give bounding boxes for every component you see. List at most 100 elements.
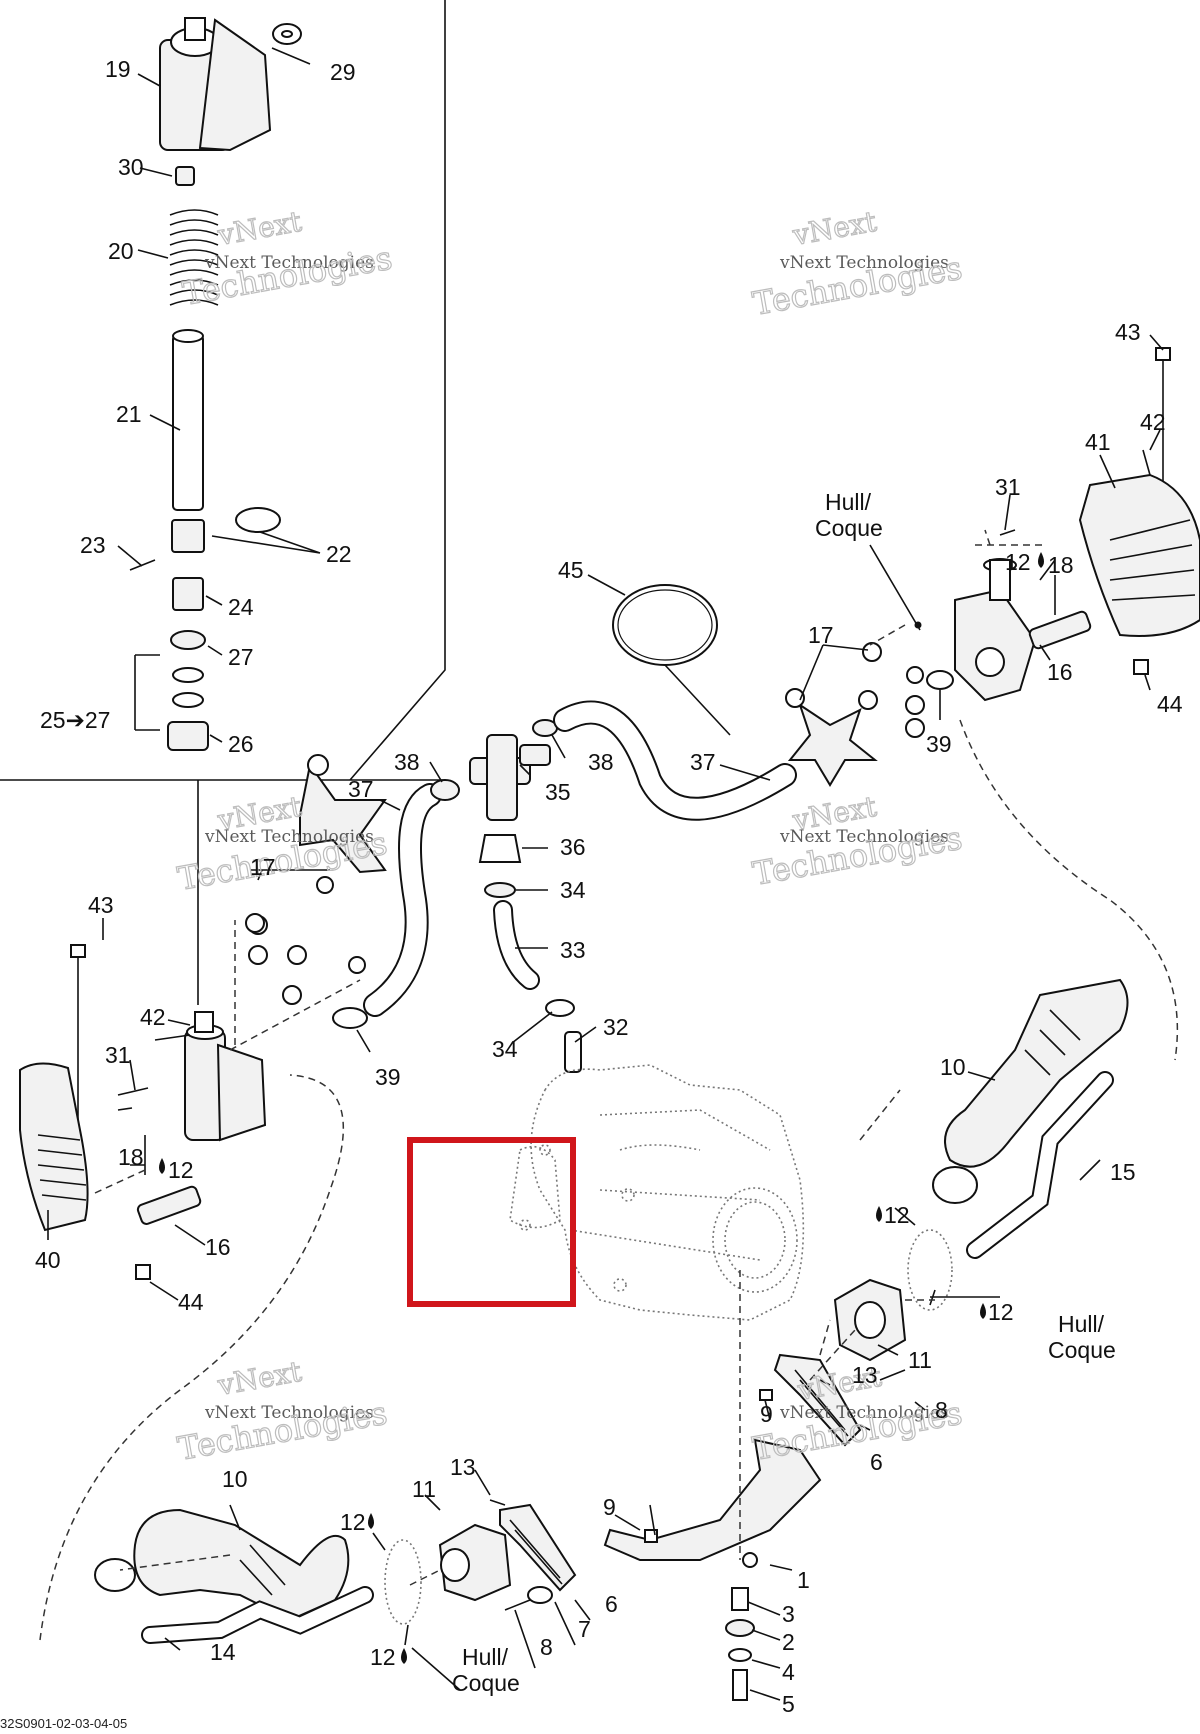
callout-38-left: 38 bbox=[394, 749, 420, 775]
callout-21: 21 bbox=[116, 401, 142, 427]
inset-frame bbox=[0, 0, 446, 781]
part-32-nipple bbox=[564, 1031, 582, 1073]
droplet-icon bbox=[1038, 552, 1044, 568]
svg-text:vNext Technologies: vNext Technologies bbox=[779, 1403, 949, 1423]
callout-8-left: 8 bbox=[540, 1634, 553, 1660]
part-12-right-gasket bbox=[907, 1229, 953, 1311]
callout-24: 24 bbox=[228, 594, 254, 620]
hull-label-lower: Hull/ Coque bbox=[452, 1644, 520, 1696]
part-37-right-hose bbox=[553, 700, 797, 821]
part-16-left-shaft bbox=[136, 1185, 202, 1225]
callout-10-left: 10 bbox=[222, 1466, 248, 1492]
callout-9-left: 9 bbox=[603, 1494, 616, 1520]
part-42-right-screw bbox=[1142, 449, 1151, 476]
callout-19: 19 bbox=[105, 56, 131, 82]
callout-45: 45 bbox=[558, 557, 584, 583]
svg-text:Coque: Coque bbox=[452, 1670, 520, 1696]
part-41-right-cover bbox=[1078, 473, 1200, 637]
callout-37-left: 37 bbox=[348, 776, 374, 802]
part-24-sleeve bbox=[172, 577, 204, 611]
callout-10-right: 10 bbox=[940, 1054, 966, 1080]
part-31-left-screw bbox=[117, 1087, 149, 1096]
callout-42-left: 42 bbox=[140, 1004, 166, 1030]
jet-pump-housing bbox=[509, 1064, 805, 1321]
callout-36: 36 bbox=[560, 834, 586, 860]
svg-text:vNext: vNext bbox=[790, 205, 880, 252]
callout-37-right: 37 bbox=[690, 749, 716, 775]
callout-39-left: 39 bbox=[375, 1064, 401, 1090]
callout-43-right: 43 bbox=[1115, 319, 1141, 345]
watermark-1: vNext vNext Technologies Technologies bbox=[179, 204, 395, 313]
part-34-lower-clamp bbox=[545, 999, 575, 1017]
callout-17-right: 17 bbox=[808, 622, 834, 648]
part-12-left-gasket bbox=[384, 1539, 422, 1625]
part-16-right-shaft bbox=[1028, 610, 1092, 650]
callout-17-left: 17 bbox=[250, 854, 276, 880]
callout-16-left: 16 bbox=[205, 1234, 231, 1260]
watermark-4: vNext vNext Technologies Technologies bbox=[749, 789, 965, 893]
callout-22: 22 bbox=[326, 541, 352, 567]
svg-text:Hull/: Hull/ bbox=[462, 1644, 509, 1670]
part-17-left-linkage bbox=[245, 754, 387, 1005]
part-34-clamp bbox=[484, 882, 516, 898]
part-20-spring bbox=[169, 209, 219, 306]
callout-12-left-low: 12 bbox=[370, 1644, 396, 1670]
part-44-left-nut bbox=[135, 1264, 151, 1280]
callout-34-upper: 34 bbox=[560, 877, 586, 903]
droplet-icon bbox=[401, 1648, 407, 1664]
svg-text:vNext Technologies: vNext Technologies bbox=[779, 253, 949, 273]
callout-23: 23 bbox=[80, 532, 106, 558]
droplet-icon bbox=[159, 1158, 165, 1174]
part-left-solenoid-housing bbox=[184, 1011, 267, 1142]
callout-35: 35 bbox=[545, 779, 571, 805]
callout-16-right: 16 bbox=[1047, 659, 1073, 685]
part-6-right-arm bbox=[773, 1353, 862, 1447]
part-43-left-bolt-head bbox=[70, 944, 86, 958]
callout-39-right: 39 bbox=[926, 731, 952, 757]
part-21-rod bbox=[172, 334, 204, 511]
part-5-bolt bbox=[732, 1669, 748, 1701]
svg-text:Hull/: Hull/ bbox=[1058, 1311, 1105, 1337]
part-45-ring bbox=[612, 584, 718, 666]
part-7-washer bbox=[527, 1586, 553, 1604]
callout-14: 14 bbox=[210, 1639, 236, 1665]
watermark-5: vNext vNext Technologies Technologies bbox=[174, 1354, 390, 1468]
callout-42-right: 42 bbox=[1140, 409, 1166, 435]
part-33-hose bbox=[493, 900, 540, 990]
part-17-right-linkage bbox=[785, 642, 925, 787]
callout-labels: 19 29 30 20 21 23 22 24 27 25➔27 26 17 3… bbox=[35, 56, 1183, 1717]
callout-12-left-mid: 12 bbox=[340, 1509, 366, 1535]
part-23-pin bbox=[129, 559, 156, 571]
callout-12-right-top: 12 bbox=[1005, 549, 1031, 575]
part-3-bushing bbox=[731, 1587, 749, 1611]
droplet-icon bbox=[876, 1206, 882, 1222]
part-14-left-tube bbox=[141, 1586, 374, 1644]
drawing-code: 32S0901-02-03-04-05 bbox=[0, 1716, 127, 1731]
part-27-ring bbox=[172, 692, 204, 708]
callout-20: 20 bbox=[108, 238, 134, 264]
callout-25-27: 25➔27 bbox=[40, 707, 110, 733]
part-40-left-cover bbox=[19, 1062, 89, 1232]
part-37-left-hose bbox=[363, 783, 442, 1017]
part-2-washer bbox=[725, 1619, 755, 1637]
part-8-left-bolt bbox=[504, 1599, 531, 1611]
callout-11-right: 11 bbox=[908, 1347, 932, 1373]
svg-text:Coque: Coque bbox=[815, 515, 883, 541]
svg-text:vNext Technologies: vNext Technologies bbox=[204, 253, 374, 273]
callout-40: 40 bbox=[35, 1247, 61, 1273]
hull-point-marker bbox=[914, 621, 922, 629]
droplet-icon bbox=[368, 1513, 374, 1529]
part-27-washer bbox=[172, 667, 204, 683]
callout-12-right-low: 12 bbox=[988, 1299, 1014, 1325]
part-22-collar bbox=[171, 519, 205, 553]
callout-32: 32 bbox=[603, 1014, 629, 1040]
callout-15: 15 bbox=[1110, 1159, 1136, 1185]
part-39-right-clamp bbox=[926, 670, 954, 690]
droplet-icons bbox=[159, 552, 1044, 1664]
part-13-left-screw bbox=[489, 1499, 506, 1506]
part-27-bushing bbox=[170, 630, 206, 650]
part-39-left-clamp bbox=[332, 1007, 368, 1029]
callout-2: 2 bbox=[782, 1629, 795, 1655]
callout-34-lower: 34 bbox=[492, 1036, 518, 1062]
